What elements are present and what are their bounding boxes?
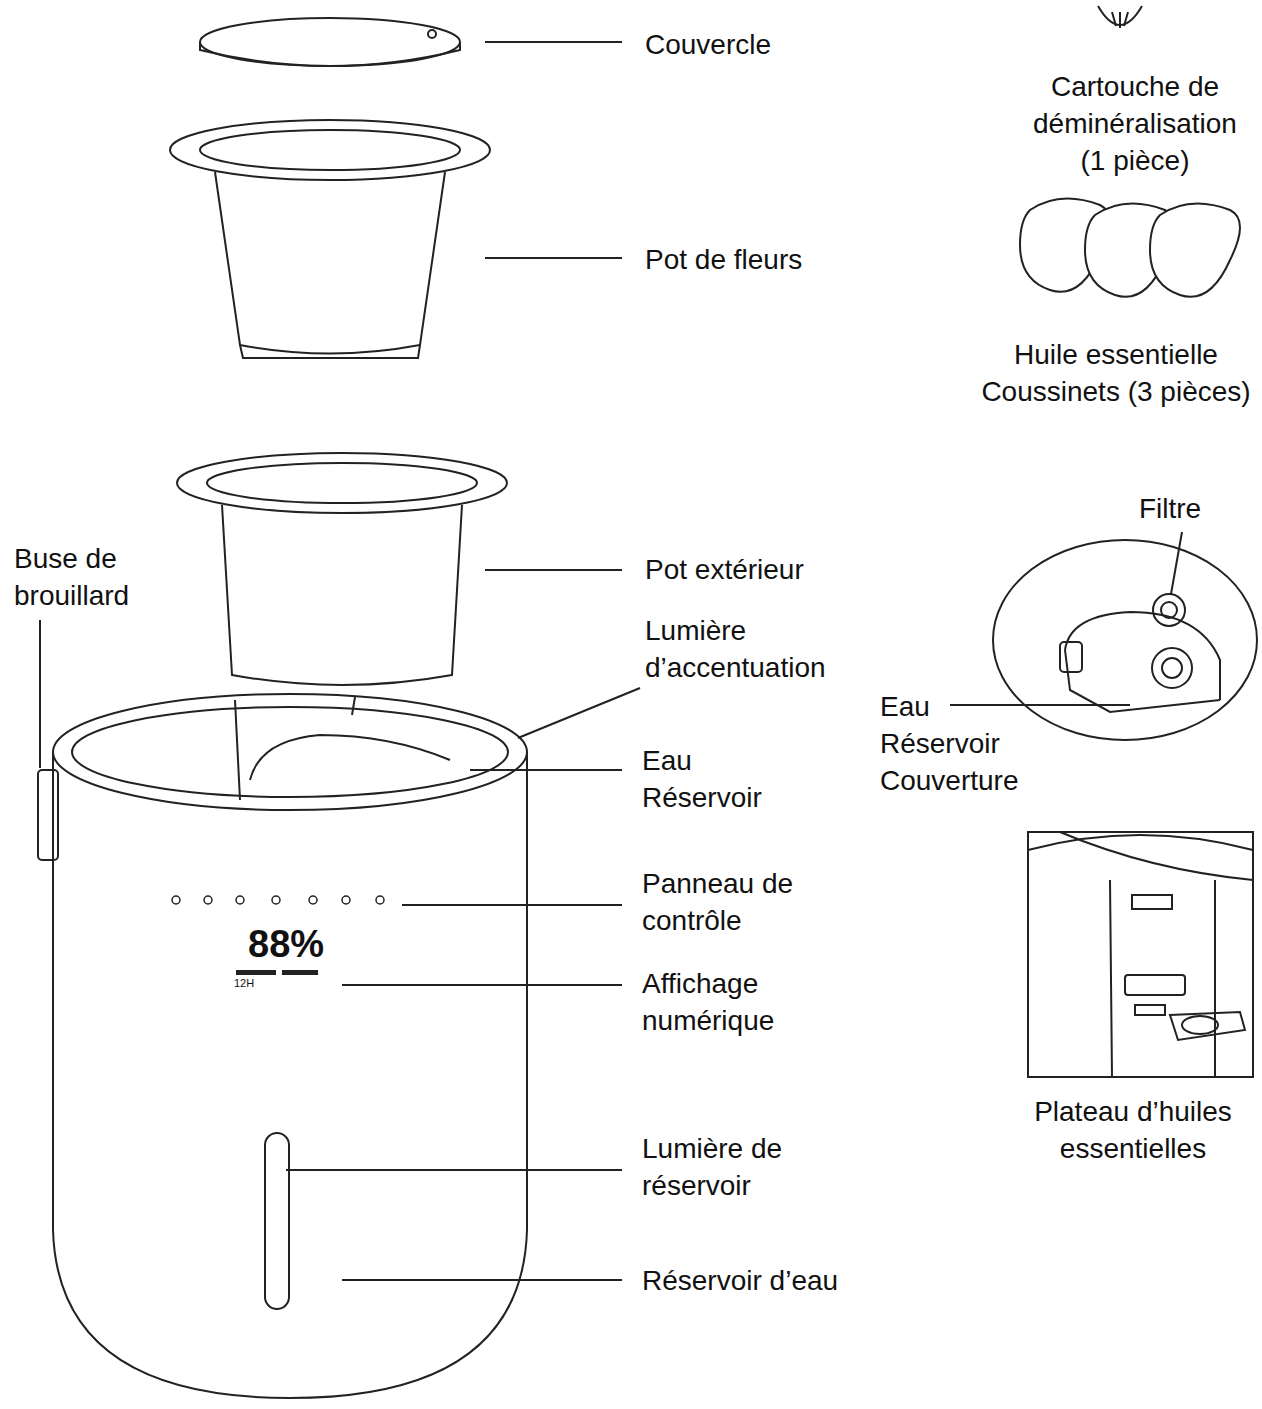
leader-lines	[40, 42, 1182, 1280]
part-label: Affichage numérique	[642, 965, 807, 1039]
body-drawing	[38, 694, 527, 1398]
part-label: Pot extérieur	[645, 551, 905, 588]
part-label: Cartouche de déminéralisation (1 pièce)	[1018, 68, 1253, 179]
display-reading: 88%	[248, 922, 358, 966]
part-label: Eau Réservoir Couverture	[880, 688, 1050, 799]
part-label: Réservoir d’eau	[642, 1262, 902, 1299]
filter-inset-drawing	[993, 540, 1257, 740]
flower-pot-drawing	[170, 120, 490, 358]
part-label: Huile essentielle Coussinets (3 pièces)	[976, 336, 1256, 410]
part-label: Eau Réservoir	[642, 742, 777, 816]
tray-inset-drawing	[1028, 832, 1253, 1077]
outer-pot-drawing	[177, 453, 507, 685]
lid-drawing	[200, 18, 460, 66]
part-label: Pot de fleurs	[645, 241, 905, 278]
part-label: Lumière d’accentuation	[645, 612, 860, 686]
oil-pads-drawing	[1020, 199, 1240, 297]
part-label: Lumière de réservoir	[642, 1130, 817, 1204]
part-label: Panneau de contrôle	[642, 865, 827, 939]
part-label: Couvercle	[645, 26, 905, 63]
part-label: Plateau d’huiles essentielles	[1013, 1093, 1253, 1167]
part-label: Filtre	[1110, 490, 1230, 527]
part-label: Buse de brouillard	[14, 540, 159, 614]
display-reading: 12H	[234, 977, 274, 990]
cartridge-drawing	[1098, 6, 1142, 28]
